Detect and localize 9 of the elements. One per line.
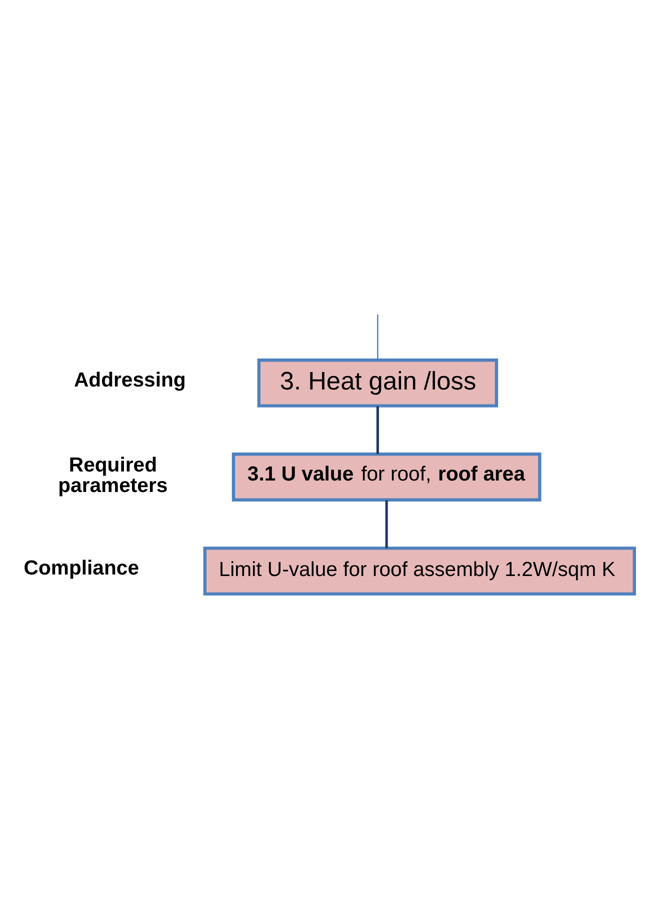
label: Addressing [74, 370, 186, 392]
connector [376, 406, 379, 454]
node-box: Limit U-value for roof assembly 1.2W/sqm K [203, 546, 636, 596]
connector [385, 500, 388, 548]
node-box: 3.1 U value for roof, roof area [232, 452, 542, 502]
connector [377, 314, 378, 360]
label: Required parameters [58, 454, 168, 498]
node-box: 3. Heat gain /loss [257, 358, 498, 408]
label: Compliance [24, 558, 140, 580]
